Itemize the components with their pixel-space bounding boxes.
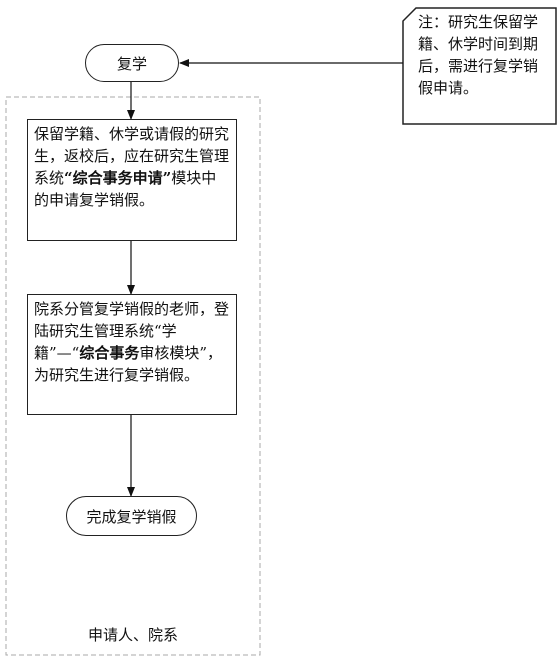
swimlane-label: 申请人、院系 <box>87 626 178 644</box>
step1-text-bold: “综合事务申请” <box>64 169 172 187</box>
end-label: 完成复学销假 <box>86 507 177 526</box>
note-shape <box>402 7 557 125</box>
step2-text-bold: 综合事务 <box>79 344 140 362</box>
step2-text-part1: 院系分管复学销假的老师，登陆研究生管理系统“学籍”—“ <box>34 300 230 362</box>
swimlane-border <box>5 96 261 656</box>
start-node: 复学 <box>85 44 179 82</box>
start-label: 复学 <box>116 54 147 73</box>
end-node: 完成复学销假 <box>66 496 197 536</box>
step1-text-part1: 保留学籍、休学或请假的研究生，返校后，应在研究生管理系统 <box>34 125 230 187</box>
step1-text-part2: 模块中的申请复学销假。 <box>34 169 217 209</box>
step2-text-part2: 审核模块”，为研究生进行复学销假。 <box>34 344 223 384</box>
note-label: 注：研究生保留学籍、休学时间到期后，需进行复学销假申请。 <box>418 13 539 97</box>
step1-box: 保留学籍、休学或请假的研究生，返校后，应在研究生管理系统“综合事务申请”模块中的… <box>27 119 237 241</box>
note-text: 注：研究生保留学籍、休学时间到期后，需进行复学销假申请。 <box>418 11 552 99</box>
step2-box: 院系分管复学销假的老师，登陆研究生管理系统“学籍”—“综合事务审核模块”，为研究… <box>27 294 237 415</box>
